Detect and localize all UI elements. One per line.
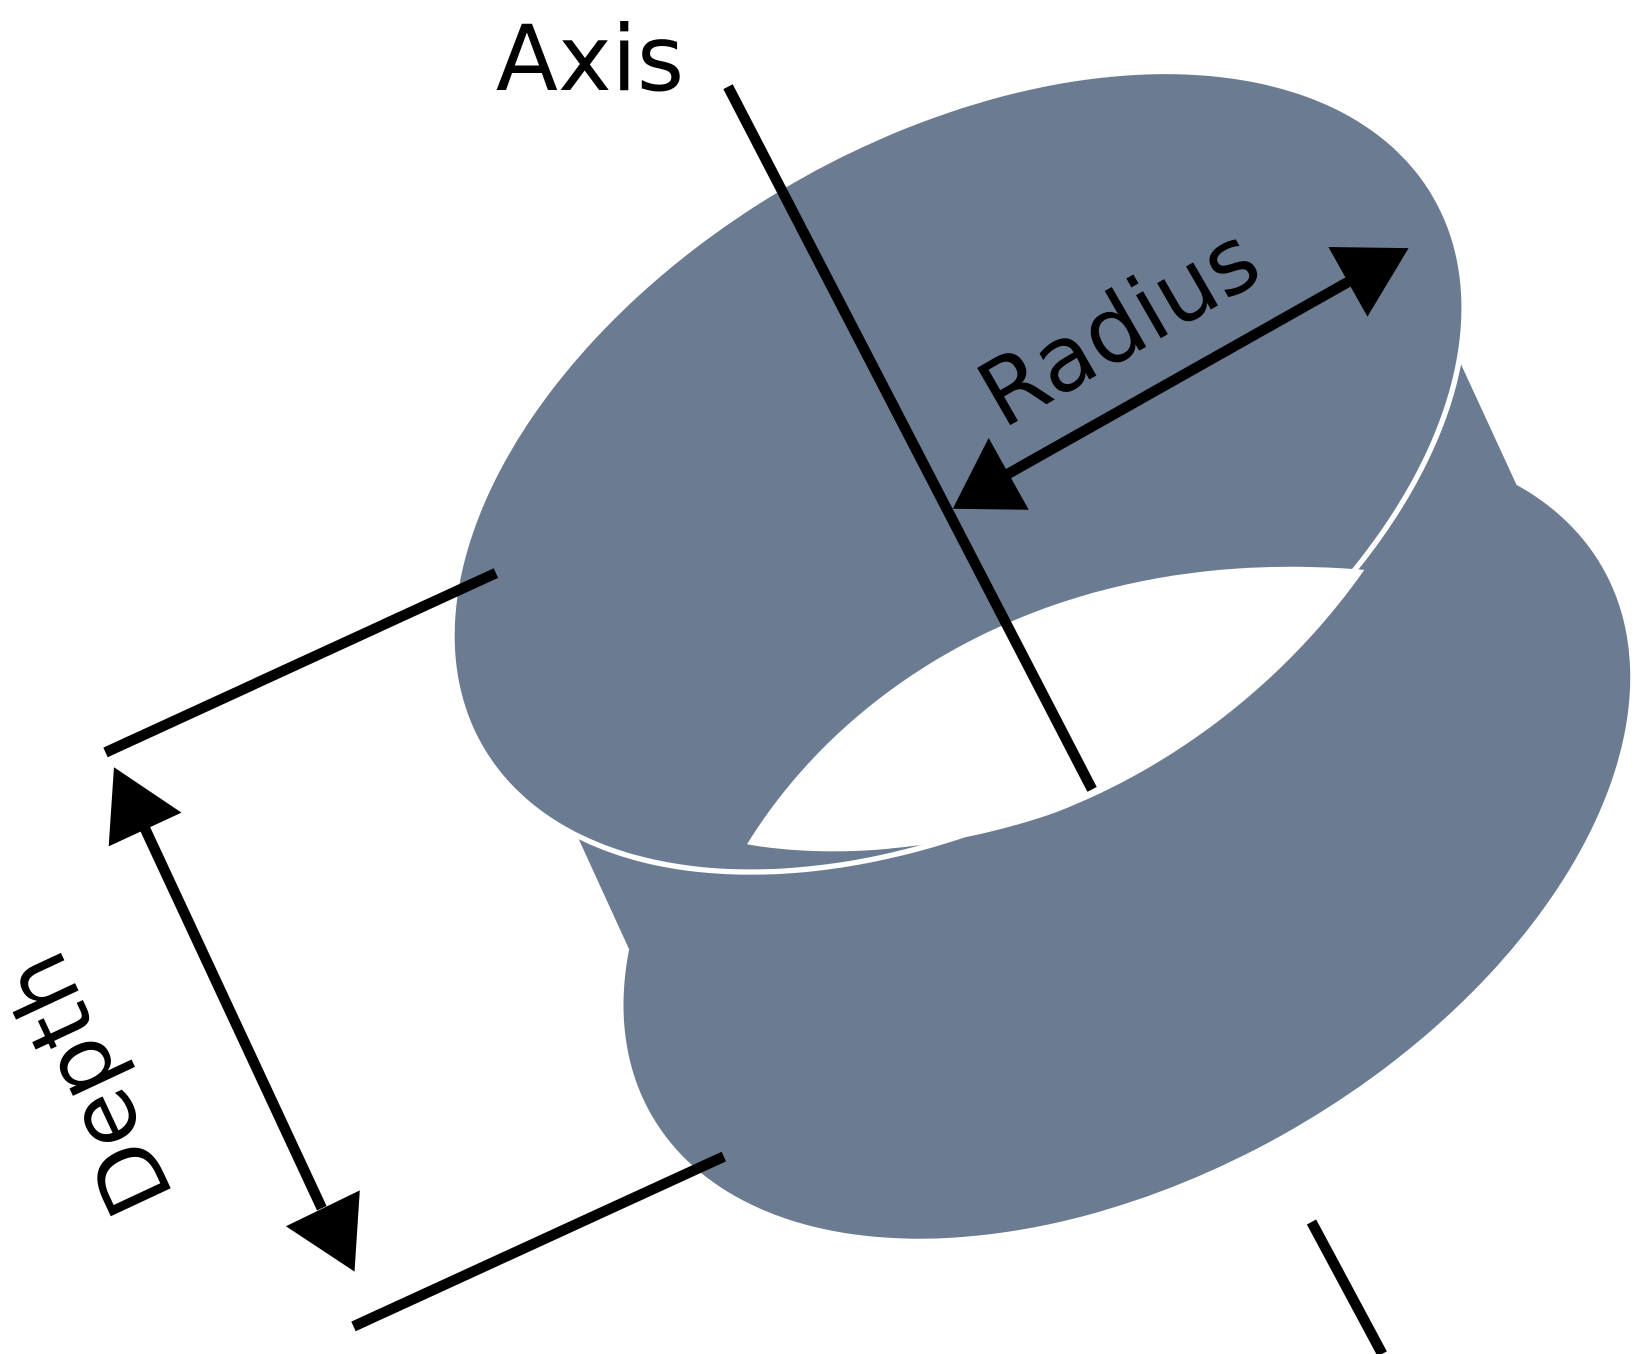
depth-arrow-line (137, 820, 327, 1211)
radius-arrowhead-inner (952, 438, 1029, 510)
axis-line-bottom (1306, 1219, 1387, 1354)
depth-label: Depth (0, 937, 194, 1232)
depth-arrowhead-bottom (285, 1190, 360, 1272)
cylinder (449, 68, 1631, 1239)
depth-arrowhead-top (108, 767, 182, 847)
radius-arrowhead-outer (1328, 247, 1409, 317)
depth-extension-line-top (103, 568, 499, 758)
depth-extension-line-bottom (351, 1151, 727, 1332)
radius-arrow-line (999, 273, 1359, 482)
axis-line (723, 84, 1097, 792)
axis-indicator (723, 84, 1387, 1354)
axis-label: Axis (496, 7, 684, 112)
